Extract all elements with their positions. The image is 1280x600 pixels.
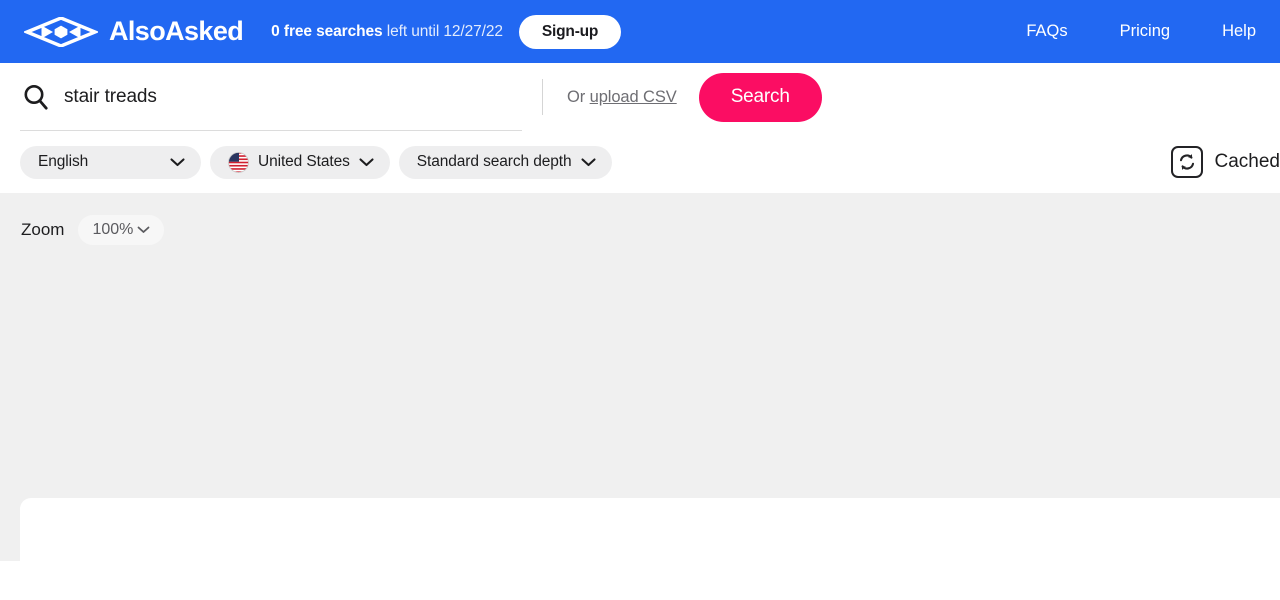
chevron-down-icon xyxy=(359,157,374,167)
search-field[interactable] xyxy=(20,63,522,131)
language-value: English xyxy=(38,153,89,170)
quota-count: 0 free searches xyxy=(271,22,383,40)
search-row: Or upload CSV Search xyxy=(20,63,1260,131)
nav-link-pricing[interactable]: Pricing xyxy=(1119,22,1171,40)
cached-label: Cached xyxy=(1214,151,1280,172)
brand-name: AlsoAsked xyxy=(109,16,244,46)
or-label: Or xyxy=(567,87,590,106)
sign-up-button[interactable]: Sign-up xyxy=(518,14,622,49)
refresh-icon xyxy=(1170,146,1203,178)
zoom-bar: Zoom 100% xyxy=(20,193,1260,266)
zoom-level-dropdown[interactable]: 100% xyxy=(78,214,165,245)
header-nav: FAQs Pricing Help xyxy=(1026,22,1258,41)
search-button[interactable]: Search xyxy=(698,72,822,122)
logo[interactable]: AlsoAsked xyxy=(24,16,244,47)
app-header: AlsoAsked 0 free searches left until 12/… xyxy=(0,0,1280,63)
alsoasked-logo-icon xyxy=(24,16,98,47)
cached-toggle[interactable]: Cached xyxy=(1170,146,1280,178)
language-dropdown[interactable]: English xyxy=(20,145,201,179)
quota-rest: left until 12/27/22 xyxy=(382,22,503,40)
upload-csv-link[interactable]: upload CSV xyxy=(589,87,677,106)
country-value: United States xyxy=(258,153,350,170)
graph-edges xyxy=(20,498,1280,561)
country-dropdown[interactable]: United States xyxy=(210,145,390,179)
chevron-down-icon xyxy=(580,157,596,167)
graph-canvas[interactable]: Should stair treads be nailed or screwed… xyxy=(20,498,1280,561)
chevron-down-icon xyxy=(137,226,150,234)
upload-csv-text: Or upload CSV xyxy=(567,88,677,107)
canvas-area: Zoom 100% Should stair treads be n xyxy=(0,193,1280,561)
quota-text: 0 free searches left until 12/27/22 xyxy=(271,23,503,41)
nav-link-faqs[interactable]: FAQs xyxy=(1026,22,1068,40)
zoom-label: Zoom xyxy=(21,219,65,239)
nav-link-help[interactable]: Help xyxy=(1222,22,1256,40)
us-flag-icon xyxy=(228,151,249,173)
filter-row: English Uni xyxy=(20,131,1280,193)
search-depth-dropdown[interactable]: Standard search depth xyxy=(398,145,612,179)
search-input[interactable] xyxy=(64,85,522,108)
search-depth-value: Standard search depth xyxy=(416,153,572,170)
zoom-level-value: 100% xyxy=(92,220,134,238)
search-divider xyxy=(542,79,543,115)
chevron-down-icon xyxy=(170,157,185,167)
search-zone: Or upload CSV Search English xyxy=(0,63,1280,193)
search-icon xyxy=(24,84,48,110)
